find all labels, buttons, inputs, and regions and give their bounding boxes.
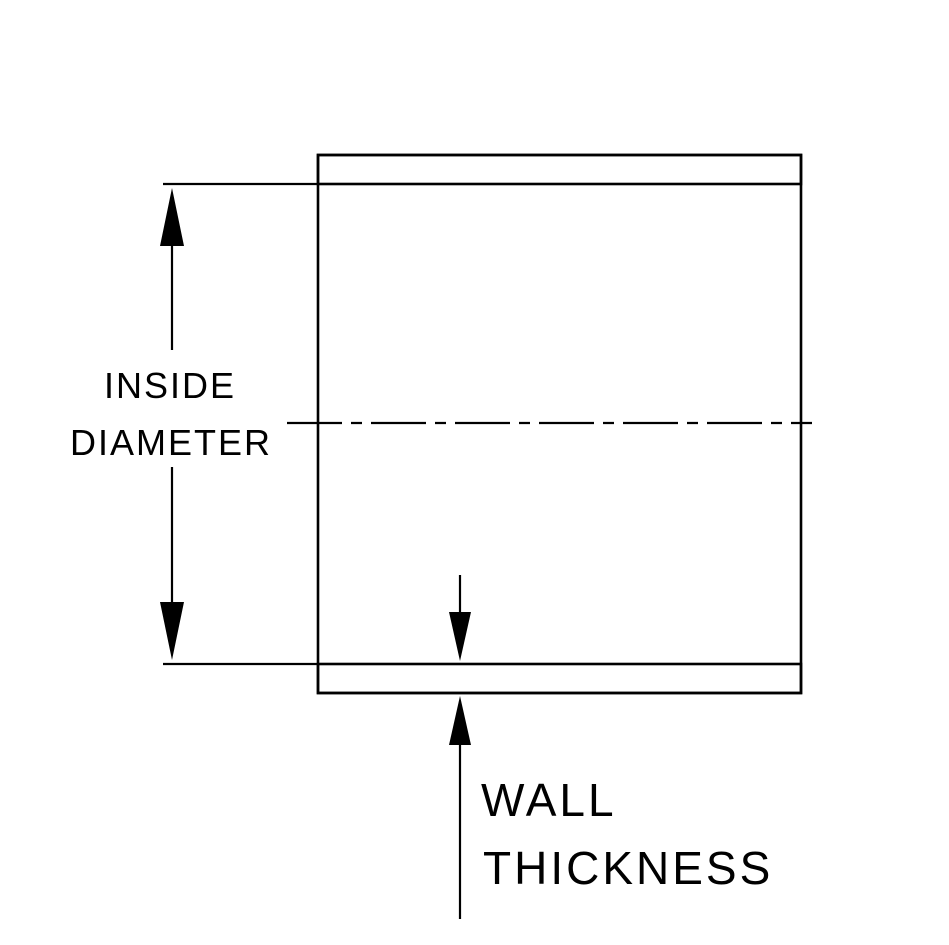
inside-diameter-label-line1: INSIDE — [104, 365, 236, 406]
wall-thickness-callout: WALL THICKNESS — [449, 575, 773, 919]
wall-thickness-label-line2: THICKNESS — [483, 842, 773, 894]
top-wall-hatched-section — [316, 153, 803, 186]
inside-diameter-dimension: INSIDE DIAMETER — [70, 182, 318, 666]
wall-thickness-arrow-down — [449, 612, 471, 661]
dimension-arrow-up — [160, 188, 184, 246]
wall-thickness-label-line1: WALL — [481, 774, 617, 826]
bottom-wall-hatched-section — [316, 662, 803, 695]
dimension-arrow-down — [160, 602, 184, 660]
tube-cross-section — [287, 153, 812, 695]
wall-thickness-arrow-up — [449, 696, 471, 745]
inside-diameter-label-line2: DIAMETER — [70, 422, 272, 463]
